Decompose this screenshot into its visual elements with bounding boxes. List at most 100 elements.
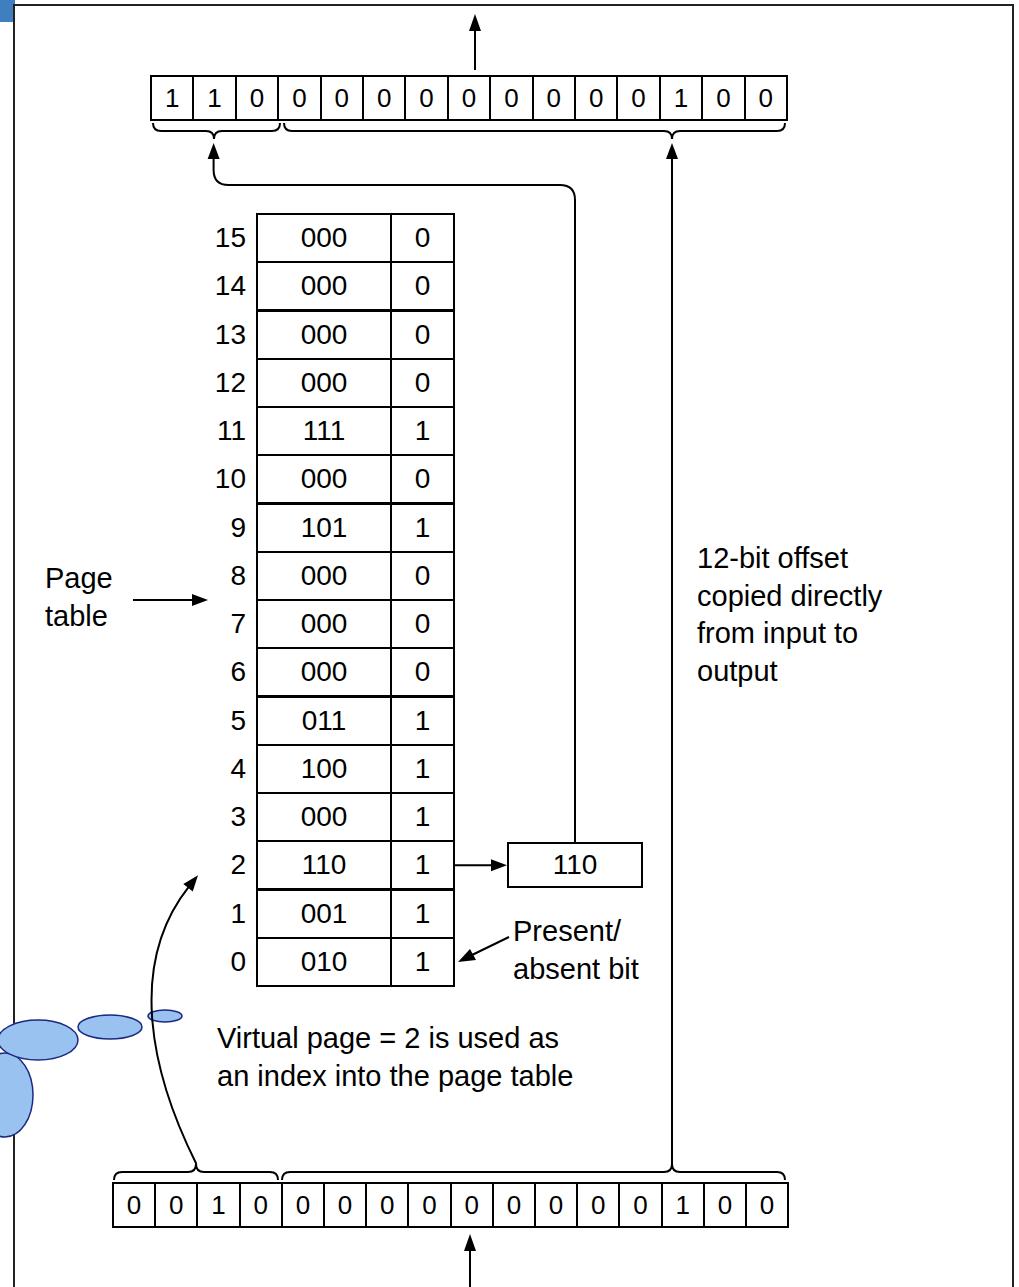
connector [455,859,507,871]
bit-value: 0 [338,1190,352,1221]
frame-number: 001 [301,898,348,930]
frame-cell: 000 [256,261,392,311]
bit-cell: 0 [362,75,406,121]
frame-cell: 000 [256,792,392,842]
frame-number: 100 [301,753,348,785]
present-cell: 0 [390,454,455,504]
bit-cell: 0 [532,75,576,121]
page-index: 5 [200,696,246,746]
bit-cell: 0 [576,1182,620,1228]
page-index: 9 [200,503,246,553]
page-table-row: 50111 [200,696,455,746]
connector [152,875,198,1164]
frame-cell: 011 [256,696,392,746]
present-cell: 1 [390,696,455,746]
arrow-head [666,143,678,159]
page-table-row: 10011 [200,889,455,939]
bracket [153,123,280,139]
frame-number: 110 [553,849,598,881]
page-index: 0 [200,937,246,987]
present-bit: 1 [415,415,431,447]
frame-cell: 010 [256,937,392,987]
bit-value: 0 [335,83,349,114]
bit-value: 0 [127,1190,141,1221]
page-index: 15 [200,213,246,263]
frame-cell: 000 [256,551,392,601]
present-cell: 1 [390,840,455,890]
bit-cell: 0 [616,75,660,121]
present-cell: 0 [390,599,455,649]
present-bit: 0 [415,319,431,351]
annotation: Present/ absent bit [513,913,663,988]
bit-value: 0 [718,1190,732,1221]
frame-number: 000 [301,222,348,254]
frame-number: 000 [301,656,348,688]
bit-cell: 0 [407,1182,451,1228]
bit-cell: 0 [112,1182,156,1228]
page-table-row: 21101 [200,840,455,890]
bit-cell: 0 [701,75,745,121]
connector-line [214,158,575,842]
page-table-row: 41001 [200,744,455,794]
frame-number: 101 [301,512,348,544]
bit-cell: 0 [534,1182,578,1228]
page-table-row: 80000 [200,551,455,601]
bit-cell: 0 [323,1182,367,1228]
page-index: 6 [200,647,246,697]
bit-value: 1 [211,1190,225,1221]
page-table-row: 91011 [200,503,455,553]
bit-cell: 0 [447,75,491,121]
input-arrow [469,1250,471,1287]
page-table-row: 60000 [200,647,455,697]
bit-cell: 0 [618,1182,662,1228]
frame-number: 000 [301,560,348,592]
connector [666,143,678,1164]
frame-cell: 111 [256,406,392,456]
page-table-row: 130000 [200,310,455,360]
bit-cell: 0 [281,1182,325,1228]
bit-value: 0 [419,83,433,114]
bit-value: 0 [169,1190,183,1221]
present-bit: 1 [415,946,431,978]
annotation: Page table [45,560,140,635]
present-bit: 1 [415,801,431,833]
page-table-row: 150000 [200,213,455,263]
present-bit: 1 [415,753,431,785]
bit-cell: 1 [196,1182,240,1228]
frame-cell: 001 [256,889,392,939]
page-index: 12 [200,358,246,408]
bit-value: 1 [165,83,179,114]
present-cell: 1 [390,744,455,794]
bubble [0,1020,78,1060]
bit-value: 0 [760,1190,774,1221]
present-cell: 0 [390,261,455,311]
arrow-head [469,14,481,31]
frame-number: 000 [301,270,348,302]
bit-value: 0 [253,1190,267,1221]
bit-value: 0 [464,1190,478,1221]
present-bit: 0 [415,463,431,495]
present-cell: 1 [390,889,455,939]
bracket [114,1164,278,1180]
frame-cell: 110 [256,840,392,890]
bit-register: 0010000000000100 [112,1182,789,1228]
page-table-row: 140000 [200,261,455,311]
present-bit: 0 [415,656,431,688]
present-bit: 1 [415,849,431,881]
page-index: 11 [200,406,246,456]
corner-mark [0,0,15,22]
page-table-row: 120000 [200,358,455,408]
frame-number: 010 [301,946,348,978]
bit-cell: 0 [450,1182,494,1228]
present-bit: 1 [415,898,431,930]
frame-cell: 000 [256,358,392,408]
bit-cell: 0 [277,75,321,121]
present-cell: 1 [390,406,455,456]
arrow-head [183,875,198,891]
frame-cell: 000 [256,454,392,504]
bit-cell: 0 [320,75,364,121]
page-index: 8 [200,551,246,601]
bit-cell: 0 [703,1182,747,1228]
bubble [0,1053,33,1137]
output-arrow [474,30,476,70]
